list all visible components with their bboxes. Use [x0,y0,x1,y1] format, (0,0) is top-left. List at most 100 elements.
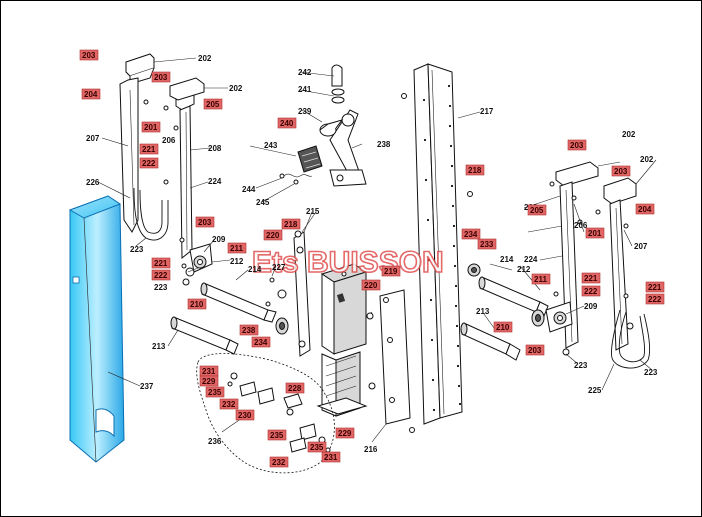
label-212: 212 [517,265,531,274]
label-215: 215 [306,207,320,216]
svg-text:204: 204 [84,90,98,99]
tag-203: 203 [195,216,215,228]
svg-text:205: 205 [530,206,544,215]
label-227: 227 [272,263,286,272]
svg-text:203: 203 [528,346,542,355]
tag-203: 203 [525,344,545,356]
tag-235: 235 [267,429,287,441]
label-207: 207 [86,134,100,143]
label-206: 206 [574,221,588,230]
tag-220: 220 [263,229,283,241]
label-209: 209 [212,235,226,244]
label-206: 206 [162,136,176,145]
tag-205: 205 [527,204,547,216]
tag-240: 240 [277,117,297,129]
svg-text:234: 234 [464,230,478,239]
label-212: 212 [230,257,244,266]
svg-text:238: 238 [242,326,256,335]
tag-230: 230 [235,409,255,421]
svg-text:221: 221 [142,145,156,154]
rail-holes [422,84,462,412]
right-arm-assembly [545,161,651,369]
label-226: 226 [86,178,100,187]
svg-text:230: 230 [238,411,252,420]
center-post [279,64,415,433]
label-213: 213 [152,342,166,351]
tag-222: 222 [645,293,665,305]
svg-text:205: 205 [206,100,220,109]
column-cover [68,195,125,463]
right-shafts [460,276,549,361]
tag-228: 228 [285,382,305,394]
tag-221: 221 [645,281,665,293]
label-242: 242 [298,68,312,77]
tag-222: 222 [581,285,601,297]
svg-text:240: 240 [280,119,294,128]
label-225: 225 [588,386,602,395]
svg-text:234: 234 [254,338,268,347]
svg-text:220: 220 [364,281,378,290]
svg-text:231: 231 [202,367,216,376]
svg-text:229: 229 [202,377,216,386]
svg-text:222: 222 [648,295,662,304]
svg-text:232: 232 [222,400,236,409]
svg-text:220: 220 [266,231,280,240]
tag-211: 211 [531,273,551,285]
svg-text:203: 203 [570,141,584,150]
red-tags: 203 204 203 201 205 221 222 203 211 221 … [79,49,665,468]
tag-219: 219 [381,265,401,277]
tag-229: 229 [199,375,219,387]
label-245: 245 [256,198,270,207]
label-243: 243 [264,141,278,150]
left-shafts [170,277,289,355]
svg-text:221: 221 [648,283,662,292]
svg-text:235: 235 [310,443,324,452]
tag-221: 221 [139,143,159,155]
svg-text:222: 222 [142,159,156,168]
label-202: 202 [198,54,212,63]
label-214: 214 [248,265,262,274]
cover-slot [72,276,80,284]
tag-234: 234 [251,336,271,348]
tag-233: 233 [477,238,497,250]
label-236: 236 [208,437,222,446]
label-223: 223 [644,368,658,377]
tag-204: 204 [81,88,101,100]
tag-222: 222 [151,269,171,281]
label-223: 223 [574,361,588,370]
tag-203: 203 [567,139,587,151]
tag-218: 218 [281,218,301,230]
svg-text:203: 203 [614,167,628,176]
label-241: 241 [298,85,312,94]
label-223: 223 [154,283,168,292]
svg-text:203: 203 [198,218,212,227]
svg-text:228: 228 [288,384,302,393]
tag-234: 234 [461,228,481,240]
tag-235: 235 [307,441,327,453]
tag-229: 229 [335,427,355,439]
label-214: 214 [500,255,514,264]
label-202: 202 [229,84,243,93]
svg-text:201: 201 [144,123,158,132]
svg-text:221: 221 [584,274,598,283]
svg-text:201: 201 [588,229,602,238]
left-arm-assembly [119,53,213,286]
part-labels: 202 202 202 202 206 206 207 207 208 208 … [86,54,658,454]
label-238: 238 [377,140,391,149]
tag-204: 204 [635,203,655,215]
tall-rail [401,63,481,425]
tag-231: 231 [321,451,341,463]
svg-text:203: 203 [82,51,96,60]
tag-201: 201 [585,227,605,239]
tag-221: 221 [151,257,171,269]
label-216: 216 [364,445,378,454]
tag-231: 231 [199,365,219,377]
tag-210: 210 [187,298,207,310]
svg-text:222: 222 [154,271,168,280]
label-224: 224 [208,177,222,186]
label-213: 213 [476,307,490,316]
tag-211: 211 [227,242,247,254]
svg-text:229: 229 [338,429,352,438]
label-208: 208 [208,144,222,153]
